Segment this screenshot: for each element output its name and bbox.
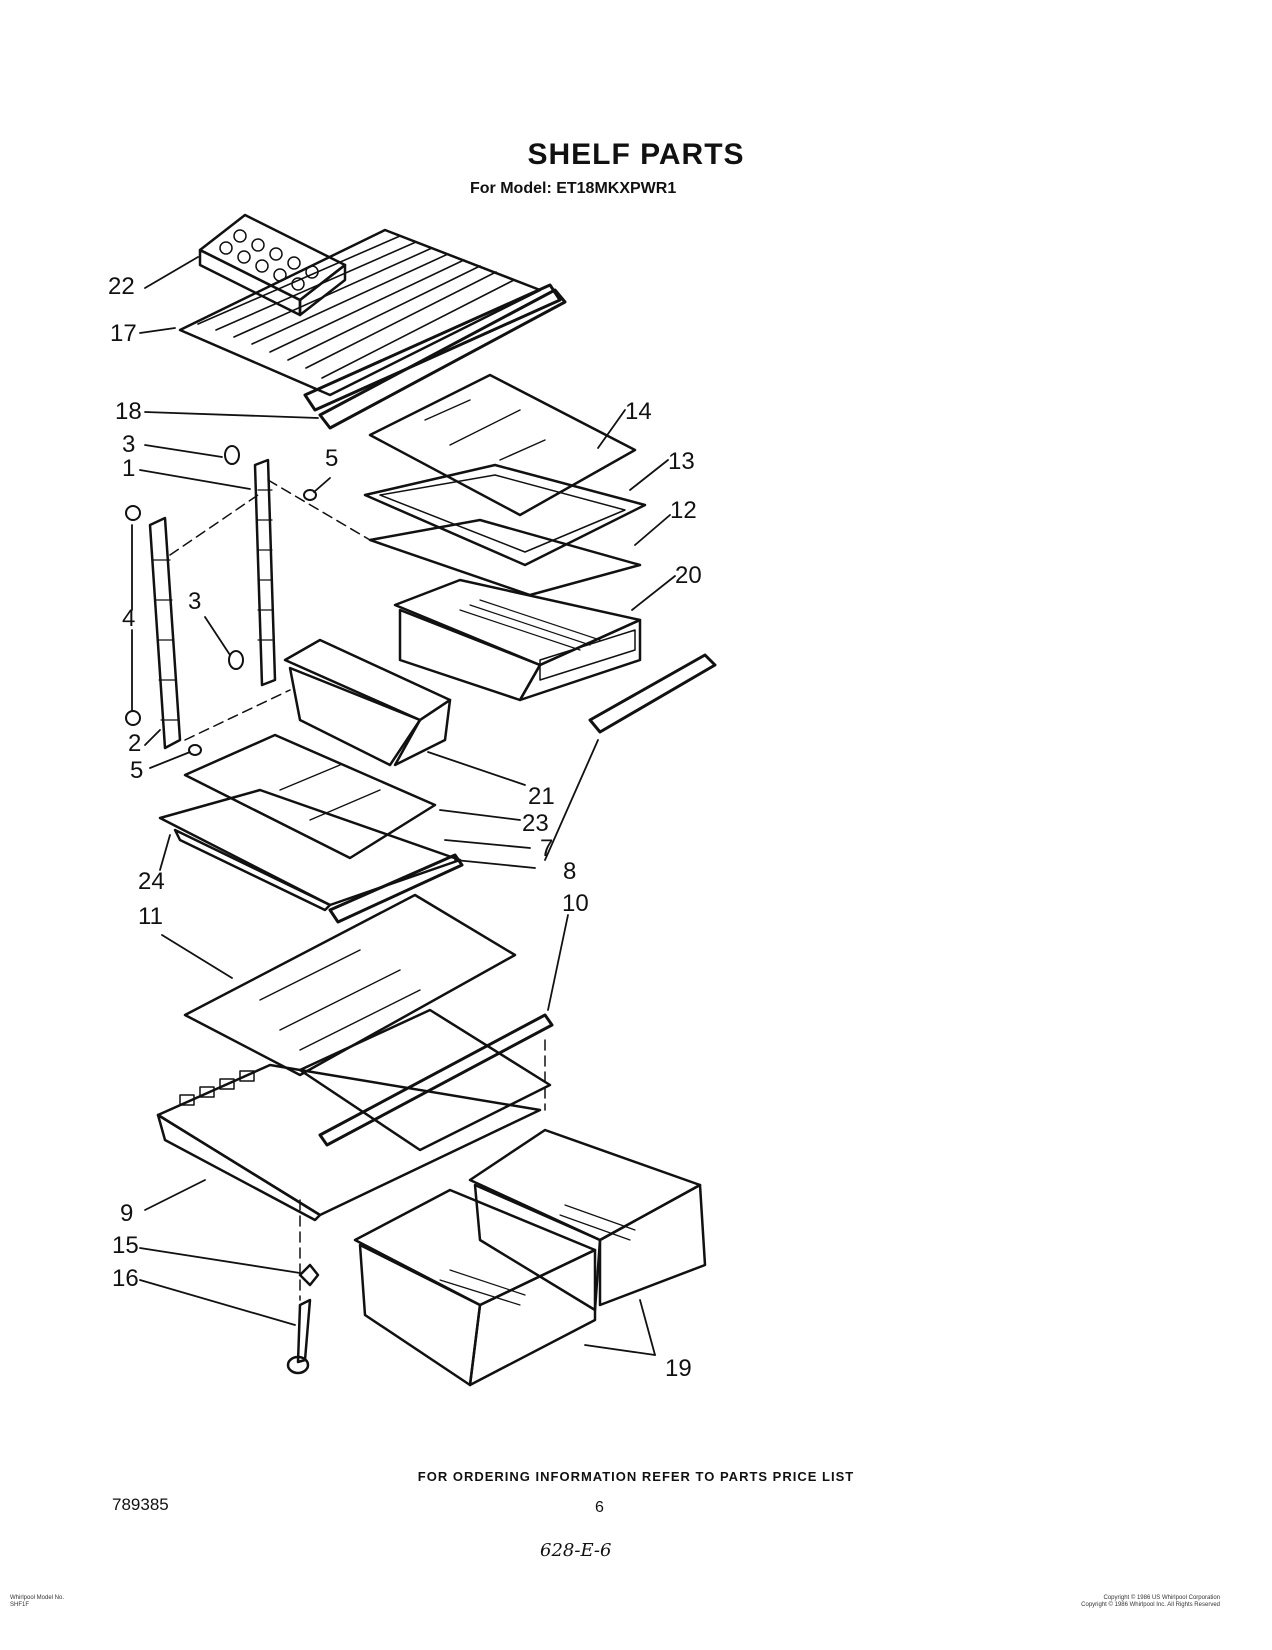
callout-7: 7 — [540, 835, 554, 862]
callout-20: 20 — [675, 562, 702, 589]
dairy-bin — [283, 638, 452, 767]
callout-16: 16 — [112, 1265, 139, 1292]
ice-cube-tray — [198, 213, 347, 317]
crisper-drawer-left — [353, 1188, 597, 1387]
ordering-note: FOR ORDERING INFORMATION REFER TO PARTS … — [417, 1469, 855, 1484]
shelf-ladder-left — [148, 516, 182, 750]
mounting-guides — [169, 479, 546, 1301]
drawer-trim-bar — [588, 653, 717, 734]
page-number: 6 — [595, 1499, 604, 1516]
page-title: SHELF PARTS — [527, 138, 745, 171]
glass-shelf-middle — [183, 733, 437, 860]
shelf-ladder-right — [253, 458, 277, 687]
callout-5-upper: 5 — [325, 445, 339, 472]
crisper-cover — [368, 518, 642, 597]
callout-13: 13 — [668, 448, 695, 475]
crisper-cover-frame — [298, 1008, 554, 1152]
meat-drawer — [393, 578, 642, 702]
callout-1: 1 — [122, 455, 136, 482]
callout-11: 11 — [138, 903, 163, 930]
callout-4: 4 — [122, 605, 136, 632]
callout-12: 12 — [670, 497, 697, 524]
callout-2: 2 — [128, 730, 142, 757]
callout-15: 15 — [112, 1232, 139, 1259]
callout-23: 23 — [522, 810, 549, 837]
fine-print-left: Whirlpool Model No. SHF1F — [10, 1595, 65, 1608]
callout-3-upper: 3 — [122, 431, 136, 458]
callout-18: 18 — [115, 398, 142, 425]
shelf-frame-upper — [363, 463, 647, 567]
handwritten-note: 628-E-6 — [540, 1540, 612, 1561]
callout-9: 9 — [120, 1200, 134, 1227]
document-number: 789385 — [112, 1495, 169, 1514]
crisper-cover-glass — [183, 893, 517, 1077]
shelf-front-trim — [328, 853, 464, 924]
freezer-shelf-trim — [318, 288, 567, 430]
fine-print-right: Copyright © 1986 US Whirlpool Corporatio… — [1081, 1595, 1220, 1608]
crisper-drawer-right — [468, 1128, 707, 1312]
roller-and-screw — [286, 1263, 320, 1375]
callout-10: 10 — [562, 890, 589, 917]
leader-lines — [131, 256, 676, 1356]
callout-21: 21 — [528, 783, 555, 810]
glass-shelf-upper — [368, 373, 637, 517]
callout-3-lower: 3 — [188, 588, 202, 615]
callout-24: 24 — [138, 868, 165, 895]
callout-8: 8 — [563, 858, 577, 885]
crisper-pan-support — [156, 1063, 542, 1222]
callout-22: 22 — [108, 273, 135, 300]
callout-14: 14 — [625, 398, 652, 425]
model-subtitle: For Model: ET18MKXPWR1 — [470, 180, 677, 197]
callout-5-lower: 5 — [130, 757, 144, 784]
ladder-caps — [125, 445, 317, 756]
callout-19: 19 — [665, 1355, 692, 1382]
shelf-frame-middle — [158, 788, 462, 912]
callout-17: 17 — [110, 320, 137, 347]
freezer-wire-shelf — [178, 228, 562, 412]
